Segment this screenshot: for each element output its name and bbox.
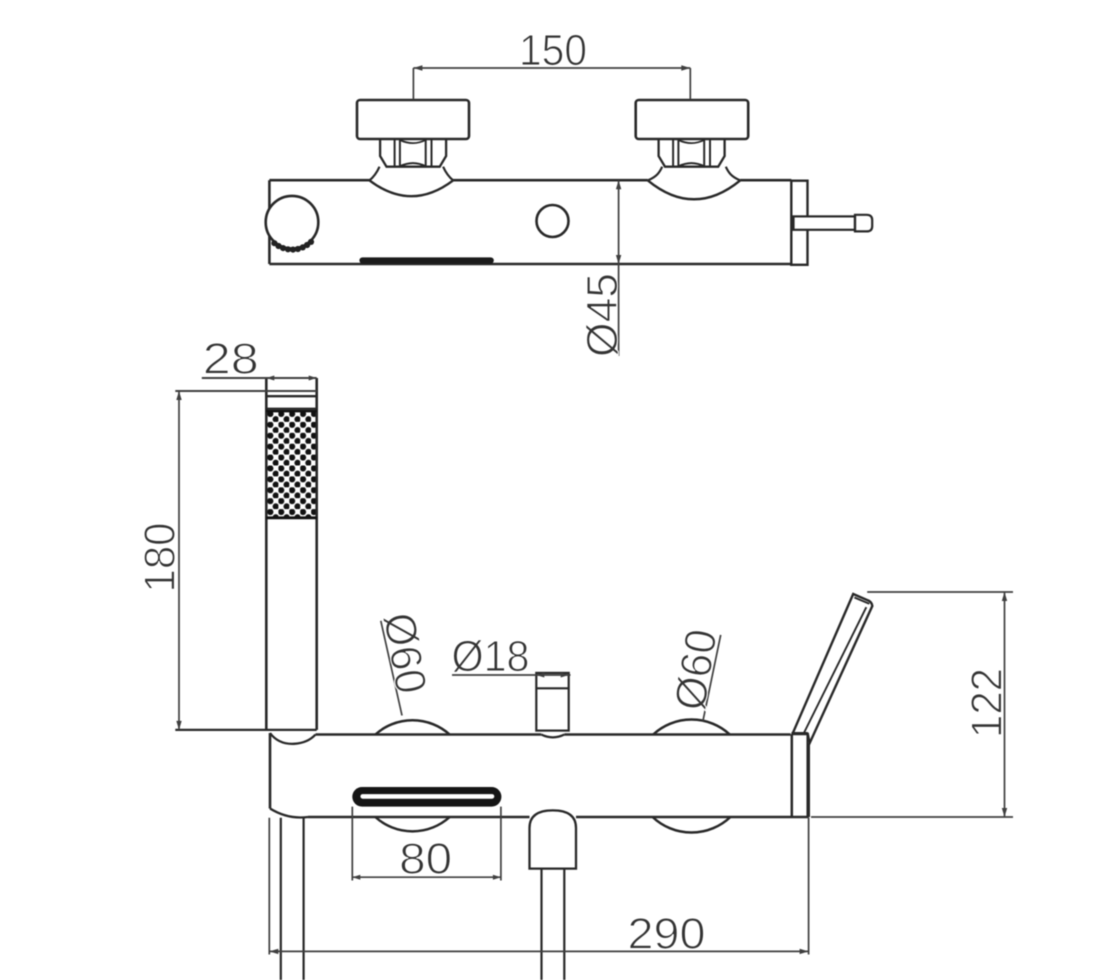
svg-text:80: 80 [399,835,452,884]
svg-text:122: 122 [963,668,1012,738]
svg-text:Ø60: Ø60 [374,609,436,697]
svg-text:Ø18: Ø18 [452,632,530,681]
svg-text:290: 290 [628,910,706,959]
svg-text:28: 28 [203,335,259,384]
svg-text:150: 150 [519,26,587,75]
svg-text:Ø60: Ø60 [666,626,727,714]
svg-text:Ø45: Ø45 [578,273,627,357]
svg-text:180: 180 [136,523,185,593]
